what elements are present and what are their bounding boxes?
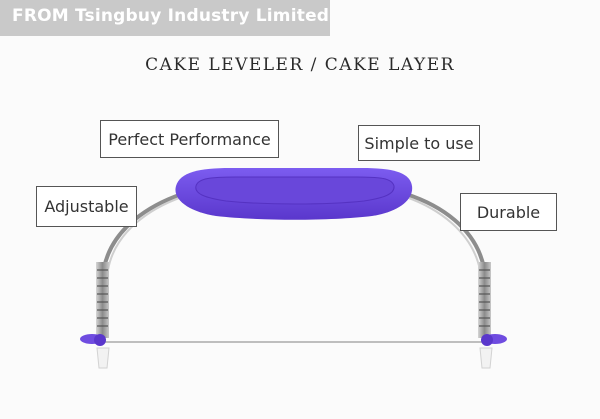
right-foot	[479, 347, 493, 369]
right-notches	[479, 269, 490, 327]
callout-label: Durable	[476, 202, 541, 222]
callout-perfect-performance: Perfect Performance	[100, 120, 279, 158]
callout-adjustable: Adjustable	[36, 186, 137, 227]
callout-label: Simple to use	[364, 133, 474, 153]
callout-label: Perfect Performance	[108, 129, 271, 149]
left-notches	[97, 269, 108, 327]
callout-simple-to-use: Simple to use	[358, 125, 480, 161]
watermark-banner: FROM Tsingbuy Industry Limited	[0, 0, 330, 36]
watermark-text: FROM Tsingbuy Industry Limited	[12, 6, 330, 26]
left-foot	[96, 347, 110, 369]
page-title: CAKE LEVELER / CAKE LAYER	[145, 55, 455, 75]
callout-label: Adjustable	[44, 197, 129, 216]
callout-durable: Durable	[460, 193, 557, 231]
